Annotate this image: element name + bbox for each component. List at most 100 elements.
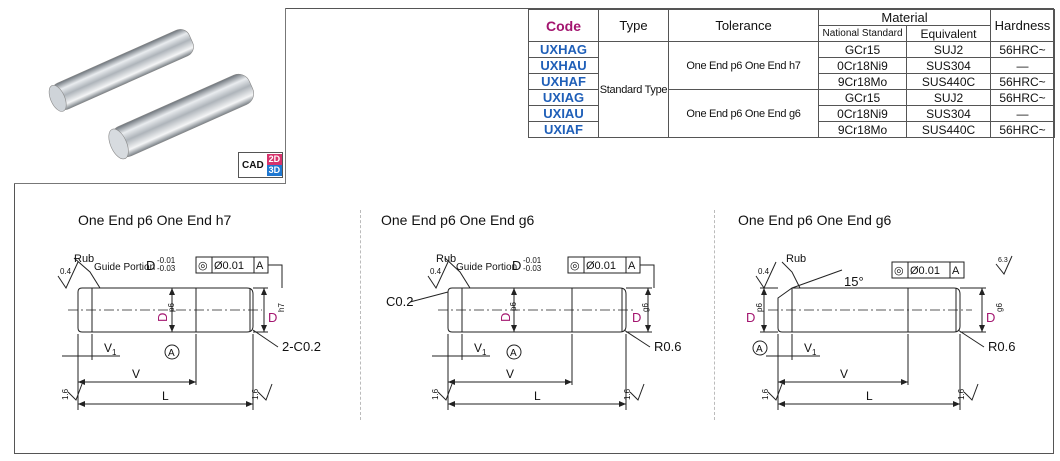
pin-drawing-2 xyxy=(409,256,655,410)
code-cell[interactable]: UXIAU xyxy=(528,105,599,122)
concentricity-symbol: ◎ xyxy=(894,265,904,277)
roughness-bottom-left: 1.6 xyxy=(431,388,440,400)
dowel-pins-image xyxy=(48,29,254,160)
spec-table: Code Type Tolerance Material Hardness Na… xyxy=(528,9,1055,138)
v1-sub: 1 xyxy=(482,348,487,357)
d-label: D xyxy=(512,258,521,273)
national-cell: 9Cr18Mo xyxy=(818,121,907,138)
tolerance-cell-h7: One End p6 One End h7 xyxy=(668,41,819,90)
roughness-top: 0.4 xyxy=(758,267,770,276)
drawing-separator xyxy=(360,210,361,420)
roughness-bottom-right: 1.6 xyxy=(957,388,966,400)
d-p6-sub: p6 xyxy=(509,302,518,311)
gdt-tolerance: Ø0.01 xyxy=(214,260,244,272)
v-label: V xyxy=(132,367,140,381)
roughness-bottom-left: 1.6 xyxy=(61,388,70,400)
rub-label: Rub xyxy=(74,253,94,265)
v-label: V xyxy=(506,367,514,381)
concentricity-symbol: ◎ xyxy=(570,260,580,272)
drawing-title-2: One End p6 One End g6 xyxy=(381,212,535,228)
national-cell: 0Cr18Ni9 xyxy=(818,57,907,74)
gdt-tolerance: Ø0.01 xyxy=(910,265,940,277)
header-tolerance: Tolerance xyxy=(668,9,819,42)
drawing-title-1: One End p6 One End h7 xyxy=(78,212,232,228)
content-frame xyxy=(14,8,1054,454)
equivalent-cell: SUS440C xyxy=(906,73,991,90)
code-cell[interactable]: UXIAG xyxy=(528,89,599,106)
d-g6-label: D xyxy=(986,310,995,325)
header-type: Type xyxy=(598,9,669,42)
equivalent-cell: SUS440C xyxy=(906,121,991,138)
drawing-separator xyxy=(714,210,715,420)
v1-sub: 1 xyxy=(112,348,117,357)
cad-3d-label: 3D xyxy=(266,165,283,176)
radius-label: R0.6 xyxy=(988,339,1015,354)
v1-label: V xyxy=(474,341,482,355)
concentricity-symbol: ◎ xyxy=(198,260,208,272)
l-label: L xyxy=(534,389,541,403)
national-cell: 9Cr18Mo xyxy=(818,73,907,90)
chamfer-label: C0.2 xyxy=(386,294,413,309)
table-row: UXHAU 0Cr18Ni9 SUS304 — xyxy=(528,57,1055,74)
guide-portion-label: Guide Portion xyxy=(94,262,155,273)
hardness-cell: 56HRC~ xyxy=(990,41,1055,58)
taper-angle-label: 15° xyxy=(844,274,864,289)
gdt-datum-ref: A xyxy=(952,265,960,277)
pin-drawing-1 xyxy=(57,256,283,410)
tolerance-lower: -0.03 xyxy=(157,264,176,273)
gdt-datum-ref: A xyxy=(256,260,264,272)
d-g6-sub: g6 xyxy=(995,303,1004,312)
d-h7-sub: h7 xyxy=(277,303,286,312)
hardness-cell: 56HRC~ xyxy=(990,121,1055,138)
rub-label: Rub xyxy=(786,253,806,265)
roughness-top-right: 6.3 xyxy=(998,257,1008,264)
gdt-datum-ref: A xyxy=(628,260,636,272)
gdt-tolerance: Ø0.01 xyxy=(586,260,616,272)
table-row: UXIAF 9Cr18Mo SUS440C 56HRC~ xyxy=(528,121,1055,138)
v1-label: V xyxy=(804,341,812,355)
equivalent-cell: SUJ2 xyxy=(906,41,991,58)
cad-label: CAD xyxy=(242,159,264,171)
equivalent-cell: SUS304 xyxy=(906,105,991,122)
chamfer-label: 2-C0.2 xyxy=(282,339,321,354)
v-label: V xyxy=(840,367,848,381)
type-cell: Standard Type xyxy=(598,41,669,138)
datum-a-label: A xyxy=(168,348,175,359)
d-h7-label: D xyxy=(268,310,277,325)
d-p6-sub: p6 xyxy=(167,303,176,312)
cad-dims: 2D 3D xyxy=(266,154,283,176)
guide-portion-label: Guide Portion xyxy=(456,262,517,273)
l-label: L xyxy=(866,389,873,403)
datum-a-label: A xyxy=(510,348,517,359)
d-g6-label: D xyxy=(632,310,641,325)
drawing-title-3: One End p6 One End g6 xyxy=(738,212,892,228)
v1-sub: 1 xyxy=(812,348,817,357)
tolerance-upper: -0.01 xyxy=(523,256,542,265)
header-material: Material xyxy=(818,9,991,26)
d-p6-label: D xyxy=(498,313,513,322)
roughness-bottom-left: 1.6 xyxy=(761,388,770,400)
d-p6-sub: p6 xyxy=(755,303,764,312)
roughness-bottom-right: 1.6 xyxy=(623,388,632,400)
d-label: D xyxy=(146,258,155,273)
roughness-top: 0.4 xyxy=(60,267,72,276)
hardness-cell: — xyxy=(990,105,1055,122)
header-code: Code xyxy=(528,9,599,42)
code-cell[interactable]: UXIAF xyxy=(528,121,599,138)
roughness-bottom-right: 1.6 xyxy=(251,388,260,400)
tolerance-lower: -0.03 xyxy=(523,264,542,273)
v1-label: V xyxy=(104,341,112,355)
table-row: UXIAU 0Cr18Ni9 SUS304 — xyxy=(528,105,1055,122)
table-row: UXHAF 9Cr18Mo SUS440C 56HRC~ xyxy=(528,73,1055,90)
cad-2d-3d-badge[interactable]: CAD 2D 3D xyxy=(238,152,284,178)
pin-drawing-3 xyxy=(752,255,1013,410)
national-cell: GCr15 xyxy=(818,41,907,58)
radius-label: R0.6 xyxy=(654,339,681,354)
roughness-top: 0.4 xyxy=(430,267,442,276)
tolerance-upper: -0.01 xyxy=(157,256,176,265)
d-g6-sub: g6 xyxy=(641,303,650,312)
d-p6-label: D xyxy=(746,310,755,325)
table-row: UXHAG Standard Type One End p6 One End h… xyxy=(528,41,1055,138)
d-p6-label: D xyxy=(155,313,170,322)
l-label: L xyxy=(162,389,169,403)
